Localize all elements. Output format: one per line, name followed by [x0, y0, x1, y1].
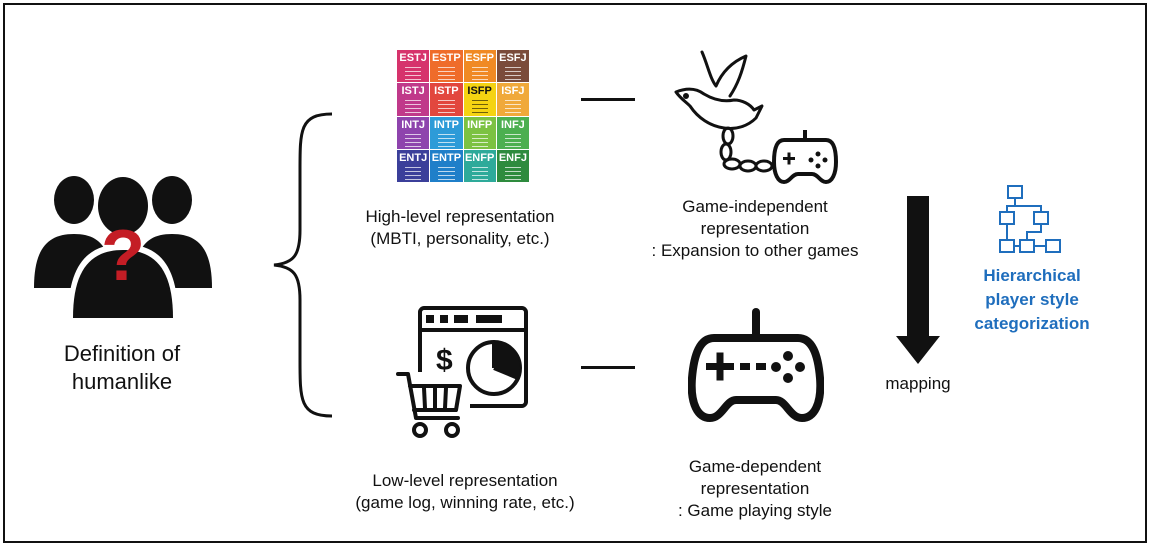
- game-independent-line2: representation: [700, 219, 810, 238]
- mbti-grid: ESTJ ESTP ESFP ESFJ ISTJ ISTP ISFP ISFJ INTJ INTP…: [397, 50, 529, 182]
- mbti-code: ESTP: [432, 52, 461, 64]
- mbti-cell-enfp: ENFP: [463, 149, 496, 182]
- mbti-code: ISTP: [434, 85, 459, 98]
- mbti-cell-infj: INFJ: [496, 116, 529, 149]
- game-independent-line1: Game-independent: [682, 197, 828, 216]
- question-mark: ?: [101, 216, 145, 296]
- game-dependent-line3: : Game playing style: [677, 501, 832, 520]
- mbti-cell-intp: INTP: [430, 116, 463, 149]
- high-level-line1: High-level representation: [365, 207, 555, 226]
- category-line1: Hierarchical: [983, 266, 1081, 285]
- dove-chain-controller-icon: [674, 50, 838, 184]
- mbti-code: ENFJ: [498, 151, 527, 164]
- mbti-cell-istj: ISTJ: [397, 83, 430, 116]
- diagram-frame: [3, 3, 1147, 543]
- mbti-cell-enfj: ENFJ: [496, 149, 529, 182]
- category-label: Hierarchical player style categorization: [962, 264, 1102, 336]
- game-dependent-label: Game-dependent representation : Game pla…: [625, 456, 885, 522]
- mbti-cell-istp: ISTP: [430, 83, 463, 116]
- mbti-code: ISTJ: [401, 85, 425, 98]
- game-independent-label: Game-independent representation : Expans…: [625, 196, 885, 262]
- mbti-code: ISFJ: [501, 85, 525, 98]
- mbti-cell-entj: ENTJ: [397, 149, 430, 182]
- low-level-line1: Low-level representation: [372, 471, 558, 490]
- people-group-icon: ?: [34, 171, 212, 318]
- mbti-code: INFJ: [500, 118, 525, 131]
- low-level-line2: (game log, winning rate, etc.): [355, 493, 575, 512]
- category-line2: player style: [985, 290, 1079, 309]
- connector-bottom: [581, 366, 635, 369]
- mbti-cell-estj: ESTJ: [397, 50, 430, 83]
- mbti-code: ISFP: [467, 85, 492, 98]
- game-independent-line3: : Expansion to other games: [651, 241, 859, 260]
- mbti-cell-intj: INTJ: [397, 116, 430, 149]
- mbti-cell-infp: INFP: [463, 116, 496, 149]
- mbti-code: ENTJ: [399, 151, 428, 164]
- mbti-code: ESFJ: [499, 52, 527, 64]
- analytics-cart-icon: $: [396, 306, 528, 438]
- low-level-label: Low-level representation (game log, winn…: [330, 470, 600, 514]
- mapping-arrow: [896, 196, 940, 364]
- mbti-cell-esfp: ESFP: [463, 50, 496, 83]
- humanlike-label-line2: humanlike: [71, 369, 173, 394]
- mbti-code: ESTJ: [399, 52, 427, 64]
- game-dependent-line1: Game-dependent: [688, 457, 822, 476]
- game-dependent-line2: representation: [700, 479, 810, 498]
- mbti-code: ENFP: [464, 151, 495, 164]
- game-controller-icon: [688, 308, 824, 422]
- hierarchy-icon: [999, 185, 1061, 253]
- humanlike-label-line1: Definition of: [63, 341, 181, 366]
- connector-top: [581, 98, 635, 101]
- curly-brace: [273, 112, 333, 418]
- mbti-cell-entp: ENTP: [430, 149, 463, 182]
- high-level-label: High-level representation (MBTI, persona…: [330, 206, 590, 250]
- mbti-code: INTJ: [401, 118, 426, 131]
- mbti-cell-estp: ESTP: [430, 50, 463, 83]
- mapping-label: mapping: [885, 374, 951, 393]
- category-line3: categorization: [974, 314, 1090, 333]
- mbti-code: INFP: [467, 118, 493, 131]
- mbti-cell-isfp: ISFP: [463, 83, 496, 116]
- humanlike-label: Definition of humanlike: [42, 340, 202, 396]
- mbti-cell-esfj: ESFJ: [496, 50, 529, 83]
- high-level-line2: (MBTI, personality, etc.): [370, 229, 550, 248]
- mbti-code: INTP: [433, 118, 459, 131]
- mbti-cell-isfj: ISFJ: [496, 83, 529, 116]
- svg-text:$: $: [436, 344, 453, 377]
- mbti-code: ESFP: [465, 52, 494, 64]
- mbti-code: ENTP: [431, 151, 462, 164]
